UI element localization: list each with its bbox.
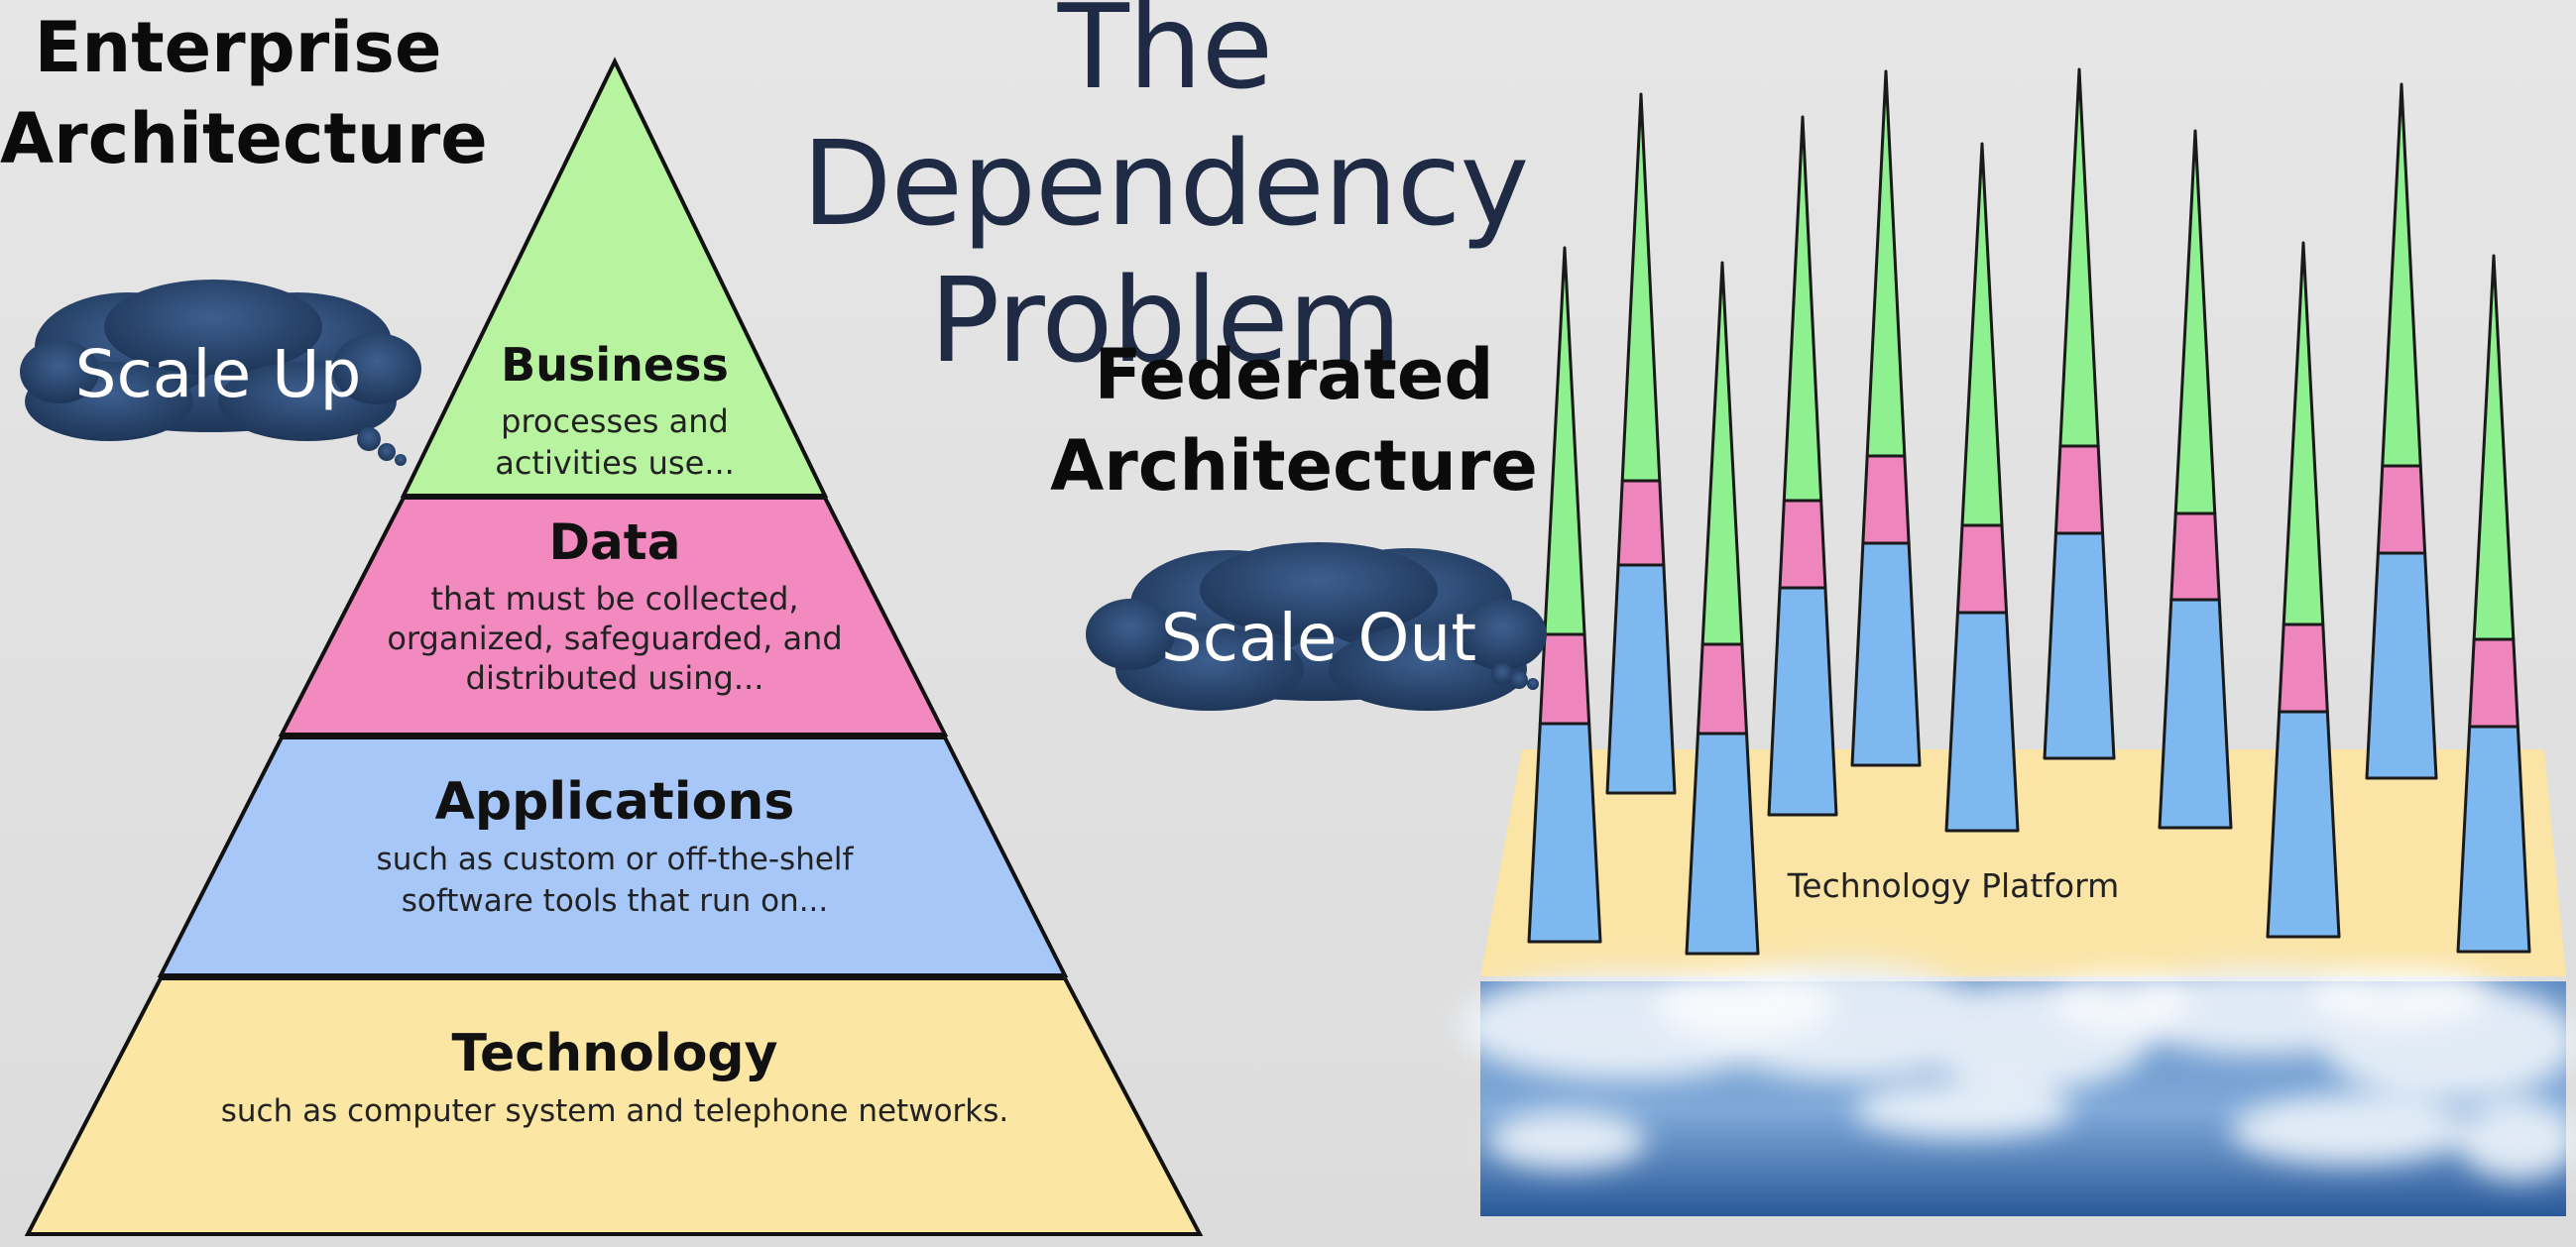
slide-title-line-2: Problem — [929, 252, 1401, 389]
enterprise-title-line-2: Architecture — [0, 98, 488, 179]
spike-applications-segment — [1767, 586, 1838, 817]
spike-data-segment — [1616, 479, 1666, 567]
scale-out-label: Scale Out — [1160, 600, 1477, 676]
spike-data-segment — [1861, 454, 1911, 545]
spike-data-segment — [2278, 623, 2329, 714]
spike-business-segment — [2472, 254, 2516, 641]
spike-7 — [2043, 67, 2116, 760]
applications-tier-title: Applications — [434, 772, 795, 832]
spike-business-segment — [2173, 129, 2217, 515]
spike-applications-segment — [2266, 710, 2341, 939]
federated-title-line-2: Architecture — [1050, 425, 1538, 507]
spike-business-segment — [1700, 261, 1744, 646]
spike-applications-segment — [2043, 531, 2116, 760]
scale-up-cloud — [20, 280, 421, 466]
spike-data-segment — [2169, 511, 2221, 602]
data-tier-desc-line-3: distributed using... — [465, 659, 764, 697]
scale-out-cloud — [1086, 542, 1547, 711]
spike-data-segment — [1955, 523, 2009, 615]
scale-up-label: Scale Up — [74, 336, 362, 412]
spike-data-segment — [2468, 637, 2519, 729]
spike-business-segment — [2381, 82, 2422, 468]
federated-title-line-1: Federated — [1094, 334, 1494, 415]
spike-applications-segment — [1685, 732, 1760, 956]
technology-platform-label: Technology Platform — [1787, 866, 2120, 905]
spike-8 — [2158, 129, 2233, 830]
spike-data-segment — [1778, 499, 1827, 590]
spike-5 — [1850, 69, 1922, 767]
data-tier-title: Data — [548, 513, 681, 571]
business-tier-title: Business — [501, 338, 729, 392]
spike-business-segment — [2058, 67, 2100, 448]
spike-6 — [1944, 142, 2020, 833]
applications-tier-desc-line-1: such as custom or off-the-shelf — [376, 842, 854, 877]
spike-business-segment — [2282, 241, 2325, 626]
spike-applications-segment — [1527, 722, 1602, 944]
spike-data-segment — [2053, 444, 2105, 535]
spike-data-segment — [1696, 642, 1749, 736]
spike-applications-segment — [1850, 541, 1922, 767]
technology-tier-desc: such as computer system and telephone ne… — [220, 1093, 1009, 1129]
spike-applications-segment — [1605, 563, 1677, 795]
data-tier-desc-line-1: that must be collected, — [430, 580, 799, 618]
business-tier-desc-line-2: activities use... — [495, 444, 735, 482]
applications-tier-desc-line-2: software tools that run on... — [401, 883, 829, 919]
spike-business-segment — [1782, 115, 1823, 503]
spike-10 — [2365, 82, 2438, 780]
federated-diagram — [1458, 67, 2576, 1216]
spike-4 — [1767, 115, 1838, 817]
spike-applications-segment — [2365, 551, 2438, 780]
business-tier-desc-line-1: processes and — [501, 402, 729, 440]
spike-9 — [2266, 241, 2341, 939]
data-tier-desc-line-2: organized, safeguarded, and — [387, 620, 843, 657]
spike-applications-segment — [1944, 611, 2020, 833]
technology-tier-title: Technology — [451, 1024, 778, 1083]
spike-business-segment — [1960, 142, 2004, 527]
technology-tier — [24, 976, 1204, 1236]
slide-title: The Dependency Problem — [694, 0, 1636, 389]
spike-1 — [1527, 246, 1602, 944]
spike-applications-segment — [2158, 598, 2233, 830]
spike-11 — [2456, 254, 2531, 954]
enterprise-architecture-title: Enterprise Architecture — [0, 2, 488, 184]
spikes-group — [1527, 67, 2531, 956]
enterprise-pyramid — [24, 57, 1204, 1236]
data-tier — [278, 496, 949, 737]
spike-data-segment — [2376, 464, 2427, 555]
enterprise-title-line-1: Enterprise — [34, 7, 442, 88]
slide-title-line-1: The Dependency — [801, 0, 1530, 252]
spike-data-segment — [1538, 632, 1591, 726]
cloud-sky-image — [1458, 962, 2576, 1216]
spike-2 — [1605, 92, 1677, 795]
spike-3 — [1685, 261, 1760, 956]
federated-architecture-title: Federated Architecture — [1046, 329, 1542, 511]
spike-applications-segment — [2456, 725, 2531, 954]
spike-business-segment — [1865, 69, 1907, 458]
applications-tier — [157, 736, 1069, 977]
